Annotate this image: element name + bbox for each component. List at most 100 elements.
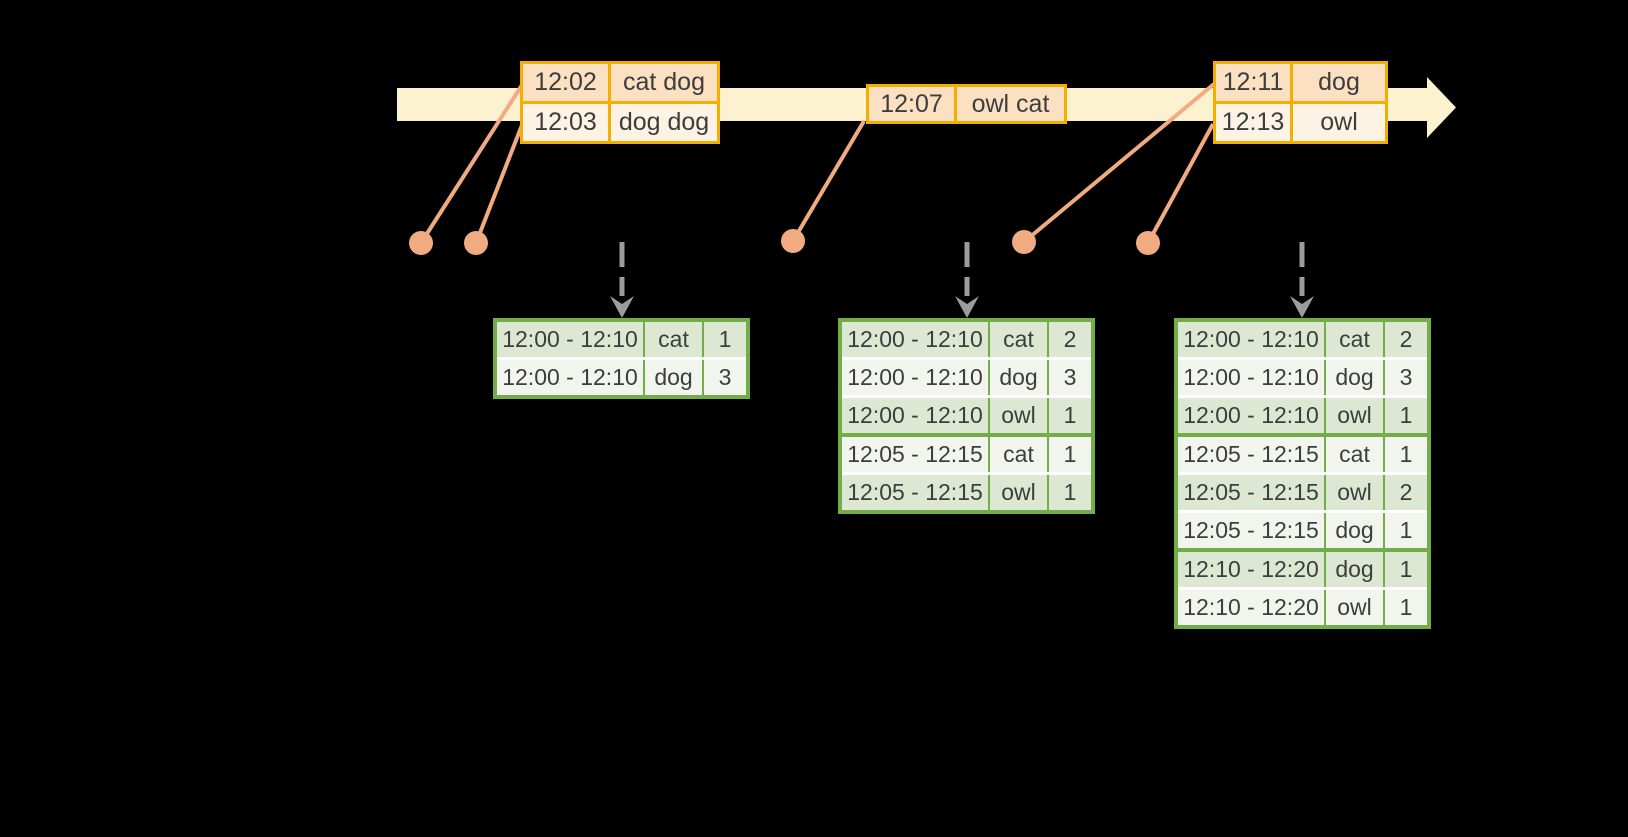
window-group: 12:05 - 12:15 cat 1 12:05 - 12:15 owl 1 [842, 437, 1091, 510]
event-row: 12:11 dog [1216, 64, 1385, 101]
event-dot-icon [464, 231, 488, 255]
window-cell: 12:00 - 12:10 [1178, 360, 1324, 395]
word-cell: cat [645, 322, 702, 357]
event-table-3: 12:11 dog 12:13 owl [1213, 61, 1388, 144]
result-row: 12:10 - 12:20 dog 1 [1178, 552, 1427, 587]
window-group: 12:00 - 12:10 cat 2 12:00 - 12:10 dog 3 … [842, 322, 1091, 433]
count-cell: 1 [1385, 552, 1427, 587]
count-cell: 1 [1385, 437, 1427, 472]
window-cell: 12:00 - 12:10 [497, 360, 643, 395]
count-cell: 1 [1049, 475, 1091, 510]
count-cell: 3 [704, 360, 746, 395]
word-cell: cat [990, 437, 1047, 472]
result-table-1: 12:00 - 12:10 cat 1 12:00 - 12:10 dog 3 [493, 318, 750, 399]
word-cell: dog [1326, 552, 1383, 587]
result-row: 12:00 - 12:10 cat 2 [1178, 322, 1427, 357]
result-row: 12:00 - 12:10 cat 2 [842, 322, 1091, 357]
window-group: 12:00 - 12:10 cat 2 12:00 - 12:10 dog 3 … [1178, 322, 1427, 433]
result-row: 12:00 - 12:10 dog 3 [1178, 360, 1427, 395]
event-time-cell: 12:03 [523, 104, 608, 141]
window-cell: 12:05 - 12:15 [1178, 475, 1324, 510]
event-words-cell: dog dog [611, 104, 717, 141]
event-dots [409, 229, 1160, 255]
event-dot-icon [781, 229, 805, 253]
result-row: 12:05 - 12:15 dog 1 [1178, 513, 1427, 548]
word-cell: owl [990, 475, 1047, 510]
event-dot-icon [409, 231, 433, 255]
window-cell: 12:05 - 12:15 [1178, 513, 1324, 548]
event-dot-icon [1136, 231, 1160, 255]
count-cell: 2 [1385, 322, 1427, 357]
event-connector-line [474, 124, 524, 244]
word-cell: cat [1326, 437, 1383, 472]
window-cell: 12:00 - 12:10 [842, 360, 988, 395]
window-cell: 12:00 - 12:10 [497, 322, 643, 357]
word-cell: cat [1326, 322, 1383, 357]
event-connector-line [1146, 123, 1215, 244]
count-cell: 3 [1049, 360, 1091, 395]
count-cell: 1 [1385, 513, 1427, 548]
result-row: 12:00 - 12:10 dog 3 [842, 360, 1091, 395]
result-row: 12:00 - 12:10 cat 1 [497, 322, 746, 357]
trigger-arrowhead-icon [610, 296, 634, 318]
count-cell: 1 [1049, 437, 1091, 472]
timeline-arrowhead-icon [1427, 77, 1456, 138]
event-dot-icon [1012, 230, 1036, 254]
word-cell: owl [1326, 475, 1383, 510]
window-cell: 12:00 - 12:10 [842, 322, 988, 357]
word-cell: dog [1326, 513, 1383, 548]
trigger-arrowhead-icon [955, 296, 979, 318]
event-table-2: 12:07 owl cat [866, 84, 1067, 124]
result-row: 12:05 - 12:15 cat 1 [842, 437, 1091, 472]
event-row: 12:03 dog dog [523, 104, 717, 141]
trigger-arrows [610, 242, 1314, 318]
window-cell: 12:00 - 12:10 [1178, 398, 1324, 433]
count-cell: 1 [704, 322, 746, 357]
event-time-cell: 12:02 [523, 64, 608, 101]
event-words-cell: cat dog [611, 64, 717, 101]
result-row: 12:05 - 12:15 cat 1 [1178, 437, 1427, 472]
count-cell: 1 [1049, 398, 1091, 433]
result-row: 12:10 - 12:20 owl 1 [1178, 590, 1427, 625]
window-cell: 12:05 - 12:15 [842, 475, 988, 510]
window-cell: 12:05 - 12:15 [842, 437, 988, 472]
event-time-cell: 12:11 [1216, 64, 1290, 101]
event-words-cell: owl [1293, 104, 1385, 141]
event-connector-lines [419, 82, 1216, 245]
event-words-cell: owl cat [957, 87, 1064, 121]
window-cell: 12:00 - 12:10 [842, 398, 988, 433]
word-cell: dog [645, 360, 702, 395]
window-group: 12:10 - 12:20 dog 1 12:10 - 12:20 owl 1 [1178, 552, 1427, 625]
trigger-arrowhead-icon [1290, 296, 1314, 318]
window-cell: 12:10 - 12:20 [1178, 552, 1324, 587]
word-cell: owl [1326, 590, 1383, 625]
window-cell: 12:10 - 12:20 [1178, 590, 1324, 625]
event-words-cell: dog [1293, 64, 1385, 101]
result-row: 12:00 - 12:10 owl 1 [842, 398, 1091, 433]
event-connector-line [1022, 82, 1216, 244]
event-time-cell: 12:07 [869, 87, 954, 121]
word-cell: owl [1326, 398, 1383, 433]
count-cell: 2 [1049, 322, 1091, 357]
window-cell: 12:00 - 12:10 [1178, 322, 1324, 357]
window-cell: 12:05 - 12:15 [1178, 437, 1324, 472]
count-cell: 3 [1385, 360, 1427, 395]
window-group: 12:00 - 12:10 cat 1 12:00 - 12:10 dog 3 [497, 322, 746, 395]
word-cell: dog [990, 360, 1047, 395]
event-time-cell: 12:13 [1216, 104, 1290, 141]
count-cell: 1 [1385, 398, 1427, 433]
event-row: 12:07 owl cat [869, 87, 1064, 121]
result-row: 12:05 - 12:15 owl 2 [1178, 475, 1427, 510]
count-cell: 2 [1385, 475, 1427, 510]
count-cell: 1 [1385, 590, 1427, 625]
event-table-1: 12:02 cat dog 12:03 dog dog [520, 61, 720, 144]
window-group: 12:05 - 12:15 cat 1 12:05 - 12:15 owl 2 … [1178, 437, 1427, 548]
word-cell: owl [990, 398, 1047, 433]
event-row: 12:13 owl [1216, 104, 1385, 141]
event-connector-line [791, 119, 866, 243]
result-row: 12:00 - 12:10 dog 3 [497, 360, 746, 395]
result-table-2: 12:00 - 12:10 cat 2 12:00 - 12:10 dog 3 … [838, 318, 1095, 514]
word-cell: cat [990, 322, 1047, 357]
event-connector-line [419, 83, 524, 245]
result-row: 12:05 - 12:15 owl 1 [842, 475, 1091, 510]
